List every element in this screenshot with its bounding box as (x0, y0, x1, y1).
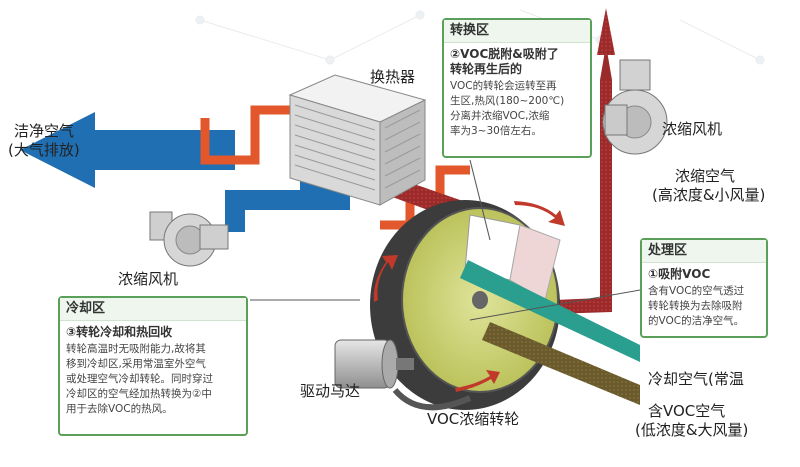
conversion-zone-header: 转换区 (444, 20, 590, 43)
cooling-body-line: 用于去除VOC的热风。 (66, 403, 173, 415)
conversion-body-line: 分离并浓缩VOC,浓缩 (450, 110, 550, 122)
heat-exchanger-label: 换热器 (370, 68, 416, 86)
concentrated-air-label: 浓缩空气 (675, 167, 736, 185)
leader-lines (250, 159, 641, 321)
conversion-title-line: ②VOC脱附&吸附了 (450, 47, 559, 61)
cooling-body-line: 冷却区的空气经加热转换为②中 (66, 388, 212, 400)
cooling-body-line: 移到冷却区,采用常温室外空气 (66, 358, 206, 370)
conversion-body-line: 率为3~30倍左右。 (450, 125, 542, 137)
cooling-body-line: 或处理空气冷却转轮。同时穿过 (66, 373, 213, 385)
conversion-title-line: 转轮再生后的 (450, 62, 523, 76)
cooling-zone-header: 冷却区 (60, 298, 246, 321)
cooling-air-label: 冷却空气(常温 (648, 370, 744, 388)
treatment-zone-body: 含有VOC的空气透过 转轮转换为去除吸附 的VOC的洁净空气。 (642, 284, 766, 329)
cooling-body-line: 转轮高温时无吸附能力,故将其 (66, 343, 206, 355)
treatment-zone-title: ①吸附VOC (642, 263, 766, 284)
rotation-arrows (373, 201, 565, 392)
treatment-body-line: 转轮转换为去除吸附 (648, 300, 743, 312)
conversion-body-line: VOC的转轮会运转至再 (450, 80, 557, 92)
cooling-zone-body: 转轮高温时无吸附能力,故将其 移到冷却区,采用常温室外空气 或处理空气冷却转轮。… (60, 342, 246, 417)
cooling-zone-box: 冷却区 ③转轮冷却和热回收 转轮高温时无吸附能力,故将其 移到冷却区,采用常温室… (58, 296, 248, 436)
clean-air-sublabel: (大气排放) (8, 141, 80, 159)
drive-motor-label: 驱动马达 (300, 382, 361, 400)
heat-exchanger (288, 74, 427, 206)
treatment-body-line: 的VOC的洁净空气。 (648, 315, 745, 327)
left-fan-label: 浓缩风机 (118, 270, 179, 288)
clean-air-label: 洁净空气 (14, 122, 75, 140)
cooling-zone-title: ③转轮冷却和热回收 (60, 321, 246, 342)
treatment-zone-box: 处理区 ①吸附VOC 含有VOC的空气透过 转轮转换为去除吸附 的VOC的洁净空… (640, 238, 768, 338)
conversion-zone-title: ②VOC脱附&吸附了 转轮再生后的 (444, 43, 590, 79)
treatment-body-line: 含有VOC的空气透过 (648, 285, 745, 297)
conversion-zone-box: 转换区 ②VOC脱附&吸附了 转轮再生后的 VOC的转轮会运转至再 生区,热风(… (442, 18, 592, 158)
rotor-label: VOC浓缩转轮 (427, 410, 520, 428)
right-fan-label: 浓缩风机 (662, 120, 723, 138)
conversion-zone-body: VOC的转轮会运转至再 生区,热风(180~200℃) 分离并浓缩VOC,浓缩 … (444, 79, 590, 139)
voc-rotor-wheel (370, 200, 640, 411)
voc-air-sublabel: (低浓度&大风量) (635, 421, 749, 439)
left-fan (149, 211, 229, 267)
treatment-zone-header: 处理区 (642, 240, 766, 263)
conversion-body-line: 生区,热风(180~200℃) (450, 95, 565, 107)
cooling-title-line: ③转轮冷却和热回收 (66, 325, 173, 339)
treatment-title-line: ①吸附VOC (648, 267, 711, 281)
drive-motor (334, 339, 414, 389)
concentrated-air-sublabel: (高浓度&小风量) (652, 186, 766, 204)
voc-air-label: 含VOC空气 (648, 402, 726, 420)
right-fan (602, 59, 668, 155)
